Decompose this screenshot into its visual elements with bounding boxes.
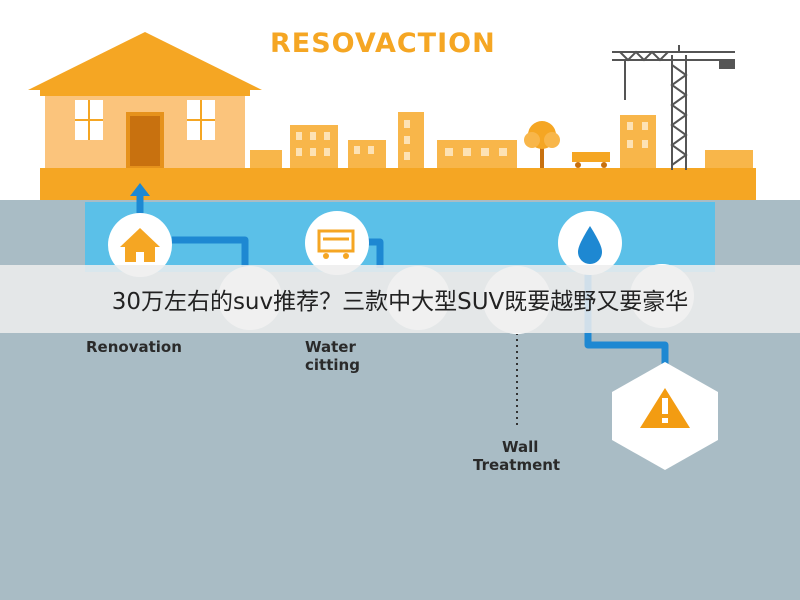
- page-title: RESOVACTION: [270, 28, 496, 59]
- house-illustration: [28, 32, 262, 168]
- wall-treatment-label: Wall Treatment: [473, 438, 560, 474]
- wall-label-line1: Wall: [502, 438, 539, 456]
- renovation-label-text: Renovation: [86, 338, 182, 356]
- water-drop-icon: [558, 211, 622, 275]
- renovation-label: Renovation: [86, 338, 182, 356]
- orange-strip: [40, 168, 756, 200]
- cart-illustration: [572, 152, 610, 168]
- water-label-line2: citting: [305, 356, 360, 374]
- water-label-line1: Water: [305, 338, 356, 356]
- tree-illustration: [524, 121, 560, 168]
- crane-icon: [612, 45, 735, 170]
- water-cutting-label: Water citting: [305, 338, 360, 374]
- city-skyline: [250, 112, 753, 168]
- title-banner: 30万左右的suv推荐？三款中大型SUV既要越野又要豪华: [0, 265, 800, 333]
- banner-text: 30万左右的suv推荐？三款中大型SUV既要越野又要豪华: [111, 289, 689, 315]
- up-arrow: [130, 183, 150, 196]
- wall-label-line2: Treatment: [473, 456, 561, 474]
- house-icon: [108, 213, 172, 277]
- warning-icon: [612, 362, 718, 470]
- water-cutting-icon: [305, 211, 369, 275]
